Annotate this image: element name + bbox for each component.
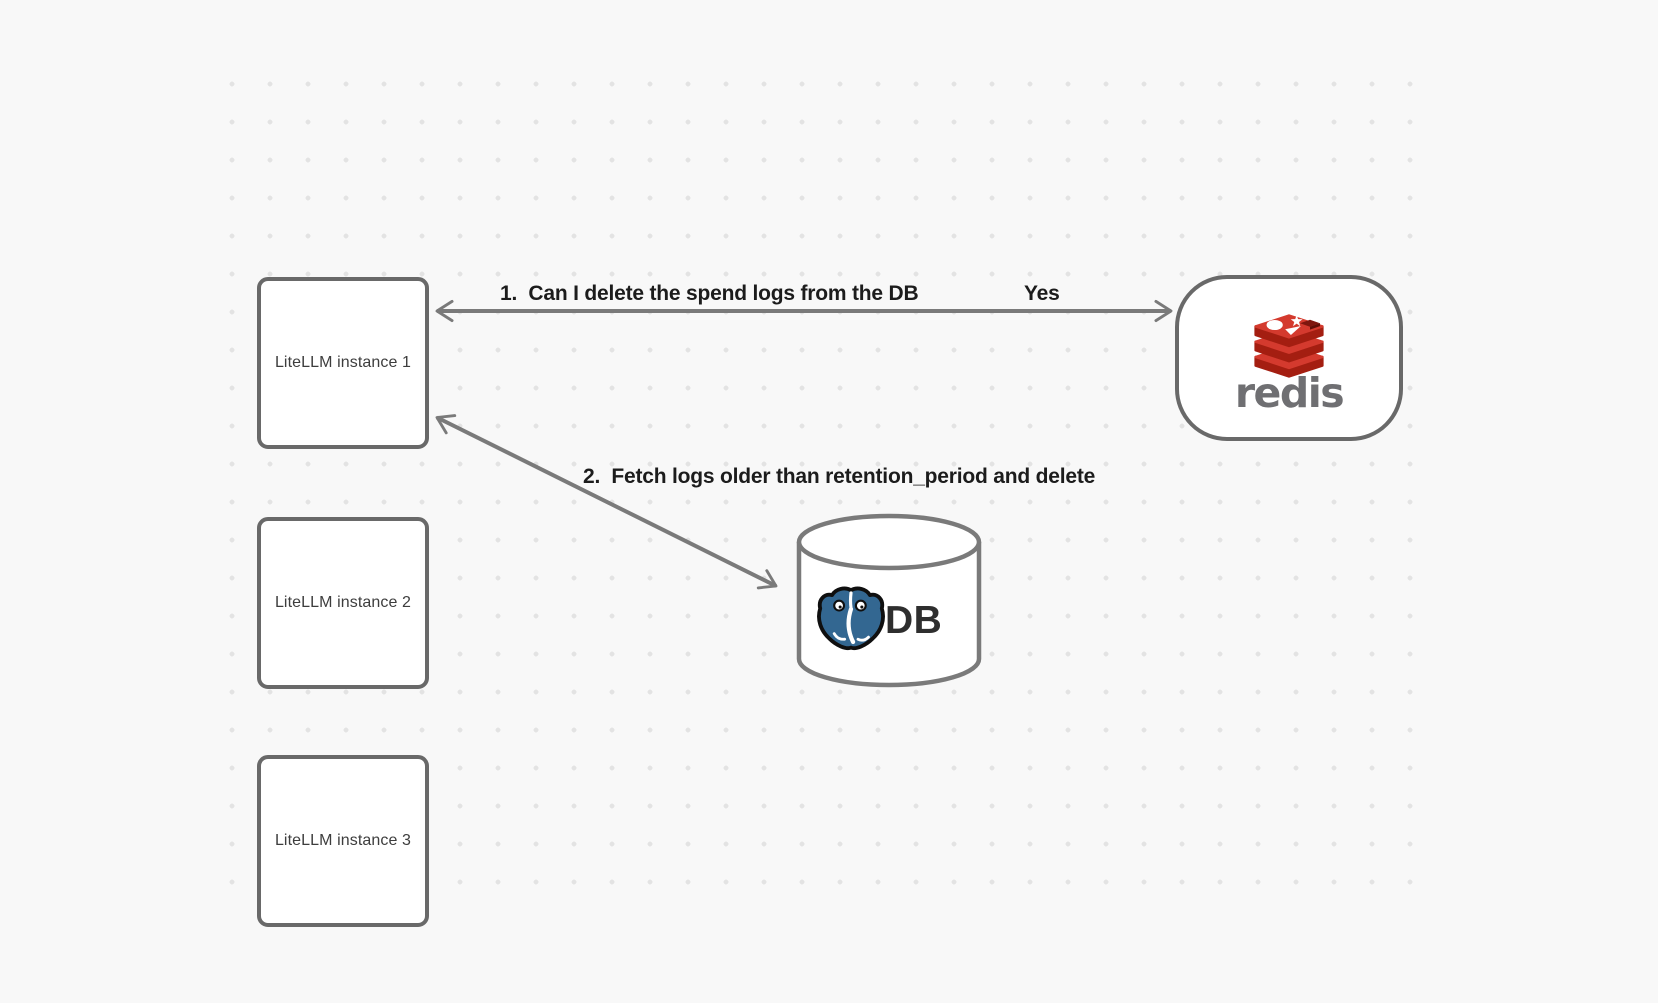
node-litellm-instance-1[interactable]: LiteLLM instance 1 xyxy=(257,277,429,449)
edge2-label[interactable]: 2. Fetch logs older than retention_perio… xyxy=(583,465,1096,488)
node-litellm-instance-2[interactable]: LiteLLM instance 2 xyxy=(257,517,429,689)
node-litellm-instance-1-label: LiteLLM instance 1 xyxy=(274,354,412,371)
db-label: DB xyxy=(885,599,943,642)
node-redis[interactable]: redis xyxy=(1175,275,1403,441)
node-litellm-instance-3-label: LiteLLM instance 3 xyxy=(274,832,412,849)
redis-stack-icon xyxy=(1254,314,1324,378)
node-litellm-instance-3[interactable]: LiteLLM instance 3 xyxy=(257,755,429,927)
redis-wordmark: redis xyxy=(1234,369,1345,417)
postgresql-elephant-icon xyxy=(817,586,885,651)
dot-grid-background xyxy=(213,65,1415,887)
node-litellm-instance-2-label: LiteLLM instance 2 xyxy=(274,594,412,611)
edge1-response-label[interactable]: Yes xyxy=(1024,282,1060,305)
edge1-label[interactable]: 1. Can I delete the spend logs from the … xyxy=(500,282,919,305)
